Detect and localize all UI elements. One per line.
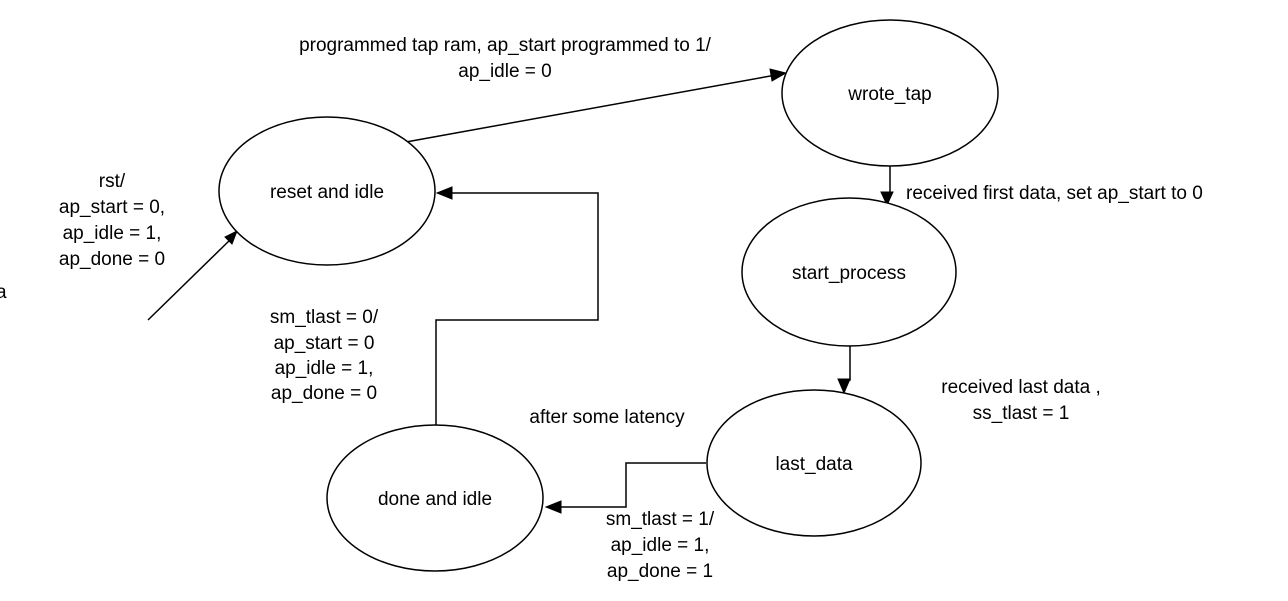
edge-wrote-tap-to-start-process [880, 166, 894, 207]
label-line: ap_idle = 1, [63, 223, 162, 244]
label-line: ap_start = 0 [274, 333, 375, 354]
label-wrote-tap-to-start-process: received first data, set ap_start to 0 [906, 183, 1203, 204]
clipped-edge-text: a [0, 282, 7, 303]
label-line: ap_idle = 1, [275, 358, 374, 379]
label-line: ap_done = 0 [59, 249, 165, 270]
label-line: rst/ [99, 171, 126, 192]
state-label: reset and idle [270, 182, 384, 203]
edge-reset-to-wrote-tap [405, 68, 788, 143]
label-done-to-reset: sm_tlast = 0/ ap_start = 0 ap_idle = 1, … [270, 307, 379, 404]
label-reset-to-wrote-tap: programmed tap ram, ap_start programmed … [299, 35, 712, 82]
state-wrote-tap: wrote_tap [781, 19, 999, 167]
arrowhead [880, 191, 894, 207]
label-line: ap_idle = 1, [611, 535, 710, 556]
label-line: ap_done = 0 [271, 383, 377, 404]
state-reset-and-idle: reset and idle [218, 116, 436, 266]
label-line: ap_idle = 0 [458, 61, 552, 82]
edge-start-process-to-last-data [837, 346, 851, 395]
edge-last-data-to-done [544, 462, 706, 514]
edge-initial [147, 229, 238, 321]
state-label: start_process [792, 263, 906, 284]
label-line: programmed tap ram, ap_start programmed … [299, 35, 712, 56]
state-label: last_data [775, 454, 853, 475]
arrowhead [769, 68, 788, 82]
label-line: ss_tlast = 1 [973, 403, 1070, 424]
label-line: ap_start = 0, [59, 197, 165, 218]
label-line: ap_done = 1 [607, 561, 713, 582]
label-line: sm_tlast = 1/ [606, 509, 715, 530]
state-start-process: start_process [741, 197, 957, 347]
label-line: after some latency [529, 407, 685, 428]
state-last-data: last_data [706, 389, 922, 537]
label-line: received last data , [941, 377, 1100, 398]
label-initial: rst/ ap_start = 0, ap_idle = 1, ap_done … [59, 171, 165, 270]
edge-done-to-reset [435, 186, 599, 428]
arrowhead [544, 500, 562, 514]
label-line: sm_tlast = 0/ [270, 307, 379, 328]
arrowhead [224, 229, 238, 245]
label-last-data-to-done-note: after some latency [529, 407, 685, 428]
state-label: done and idle [378, 489, 492, 510]
label-start-process-to-last-data: received last data , ss_tlast = 1 [941, 377, 1100, 424]
state-label: wrote_tap [847, 84, 931, 105]
arrowhead [837, 378, 851, 395]
label-last-data-to-done: sm_tlast = 1/ ap_idle = 1, ap_done = 1 [606, 509, 715, 582]
arrowhead [435, 186, 453, 200]
label-line: received first data, set ap_start to 0 [906, 183, 1203, 204]
state-done-and-idle: done and idle [326, 424, 544, 572]
